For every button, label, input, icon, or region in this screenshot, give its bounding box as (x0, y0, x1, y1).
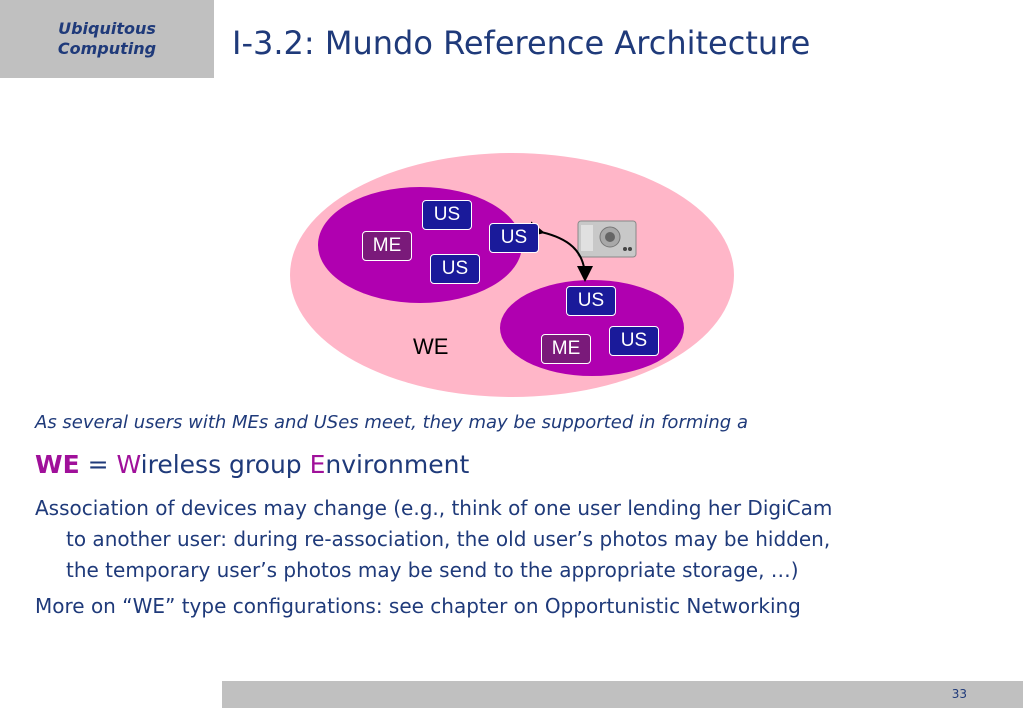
more-on-we-text: More on “WE” type configurations: see ch… (35, 594, 801, 618)
we-e-letter: E (309, 450, 326, 479)
association-line-3: the temporary user’s photos may be send … (66, 558, 799, 582)
digital-camera-icon (577, 220, 637, 258)
course-badge-line1: Ubiquitous (58, 19, 156, 38)
we-diagram: US US ME US US US ME WE (285, 150, 745, 410)
we-label: WE (413, 334, 449, 359)
we-nvironment: nvironment (325, 450, 470, 479)
double-arrow-icon (527, 221, 593, 282)
us-box: US (609, 326, 659, 356)
we-diagram-shapes (290, 153, 734, 397)
me-box: ME (541, 334, 591, 364)
we-ireless: ireless group (140, 450, 310, 479)
slide-title: I-3.2: Mundo Reference Architecture (232, 24, 811, 62)
me-box: ME (362, 231, 412, 261)
us-box: US (566, 286, 616, 316)
we-definition: WE = Wireless group Environment (35, 450, 469, 479)
us-box: US (430, 254, 480, 284)
association-line-1: Association of devices may change (e.g.,… (35, 496, 833, 520)
association-paragraph: Association of devices may change (e.g.,… (35, 493, 995, 586)
association-line-2: to another user: during re-association, … (66, 527, 831, 551)
us-box: US (489, 223, 539, 253)
us-box: US (422, 200, 472, 230)
we-w-letter: W (116, 450, 141, 479)
course-badge: Ubiquitous Computing (0, 0, 214, 78)
intro-text: As several users with MEs and USes meet,… (35, 412, 748, 433)
page-number: 33 (951, 687, 967, 701)
course-badge-line2: Computing (57, 39, 157, 58)
we-abbr: WE (35, 450, 80, 479)
footer-bar: 33 (222, 681, 1023, 708)
we-equals: = (79, 450, 117, 479)
